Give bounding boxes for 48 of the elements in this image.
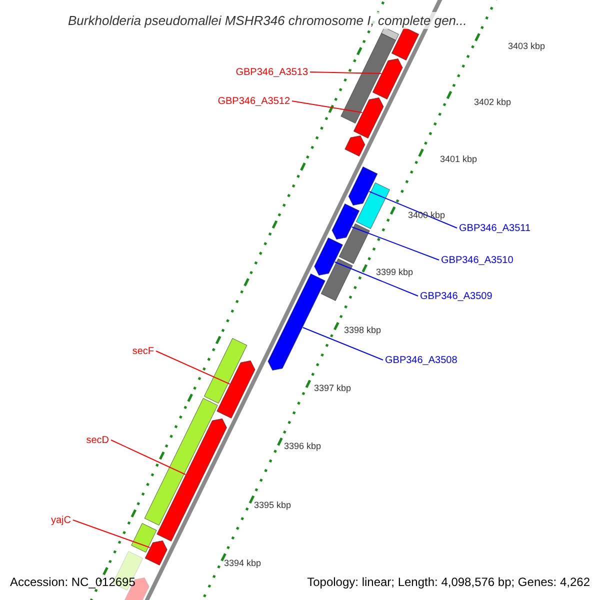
gene-feature [356,182,390,229]
gene-feature [338,224,370,264]
gene-feature [392,27,419,60]
gene-feature [144,398,218,526]
gene-feature [268,274,326,370]
tick-label: 3400 kbp [408,208,446,222]
leader-line [310,72,382,74]
leader-line [156,350,230,384]
gene-feature [156,418,227,542]
gene-label: GBP346_A3509 [420,290,492,302]
gene-feature [204,338,248,404]
tick-label: 3398 kbp [344,324,382,336]
gene-label: yajC [50,514,71,526]
tick-label: 3399 kbp [376,266,414,278]
tick-label: 3403 kbp [508,40,546,52]
gene-feature [320,258,353,301]
gene-feature [216,360,256,418]
tick-label: 3397 kbp [314,382,352,394]
tick-label: 3396 kbp [284,440,322,452]
gene-feature [144,540,168,566]
gene-feature [344,136,366,156]
gene-label: GBP346_A3513 [236,66,308,78]
gene-feature [332,204,360,240]
leader-line [368,191,458,228]
gene-label: secF [132,344,154,358]
tick-label: 3395 kbp [254,498,292,512]
tick-label: 3402 kbp [474,96,512,108]
gene-feature [340,33,396,124]
summary-text: Topology: linear; Length: 4,098,576 bp; Genes: 4,262 [307,576,590,588]
gene-label: GBP346_A3512 [218,94,290,108]
leader-line [110,440,186,475]
gene-feature [348,166,378,206]
gene-label: GBP346_A3511 [459,222,531,234]
gene-label: GBP346_A3508 [385,354,458,366]
leader-line [334,262,418,296]
leader-line [292,100,363,113]
tick-label: 3394 kbp [224,556,262,570]
gene-feature [354,98,384,138]
gene-feature [314,238,343,276]
gene-feature [372,58,403,100]
gene-label: GBP346_A3510 [441,254,514,266]
gene-feature [131,523,157,552]
leader-line [72,520,150,548]
leader-line [302,327,384,360]
gene-label: secD [86,434,109,446]
accession-text: Accession: NC_012695 [10,576,136,588]
tick-label: 3401 kbp [440,152,478,166]
leader-line [351,226,440,260]
